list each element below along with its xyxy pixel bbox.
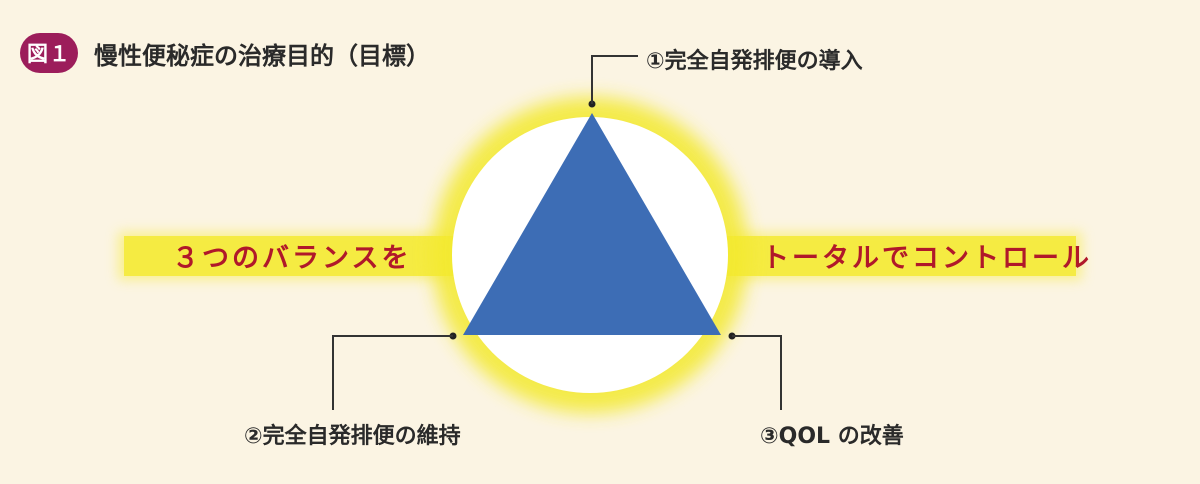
leader-top [588,55,638,108]
banner-left-text: ３つのバランスを [172,243,412,274]
banner-right-text: トータルでコントロール [762,243,1092,274]
figure-title: 慢性便秘症の治療目的（目標） [94,42,430,70]
goal-label-top: ①完全自発排便の導入 [646,49,863,74]
balance-triangle [463,113,721,335]
leader-bottom-right [728,332,782,410]
goal-label-bottom-right: ③QOL の改善 [760,424,904,449]
leader-bottom-left [332,332,457,410]
figure-badge: 図１ [20,33,78,73]
goal-label-bottom-left: ②完全自発排便の維持 [244,424,461,449]
